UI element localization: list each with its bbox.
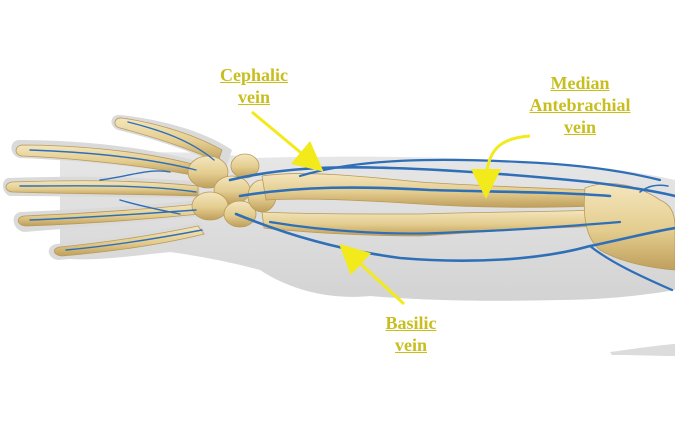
finger-bones — [5, 117, 223, 257]
basilic-vein — [234, 212, 675, 262]
cephalic-label-line2: vein — [237, 87, 270, 107]
median-antebrachial-vein-label: Median Antebrachial vein — [510, 72, 650, 138]
median-label-line3: vein — [563, 117, 596, 137]
veins — [19, 121, 675, 292]
pointer-arrows — [251, 110, 531, 306]
median-label-line1: Median — [550, 73, 610, 93]
basilic-label-line1: Basilic — [385, 313, 437, 333]
arrow-icon — [251, 110, 324, 172]
basilic-vein-label: Basilic vein — [366, 312, 456, 356]
median-label-line2: Antebrachial — [529, 95, 631, 115]
basilic-label-line2: vein — [394, 335, 427, 355]
cephalic-label-line1: Cephalic — [219, 65, 288, 85]
median-antebrachial-vein — [238, 186, 612, 198]
arrow-icon — [338, 243, 406, 306]
arrow-icon — [471, 134, 531, 199]
cephalic-vein-label: Cephalic vein — [204, 64, 304, 108]
